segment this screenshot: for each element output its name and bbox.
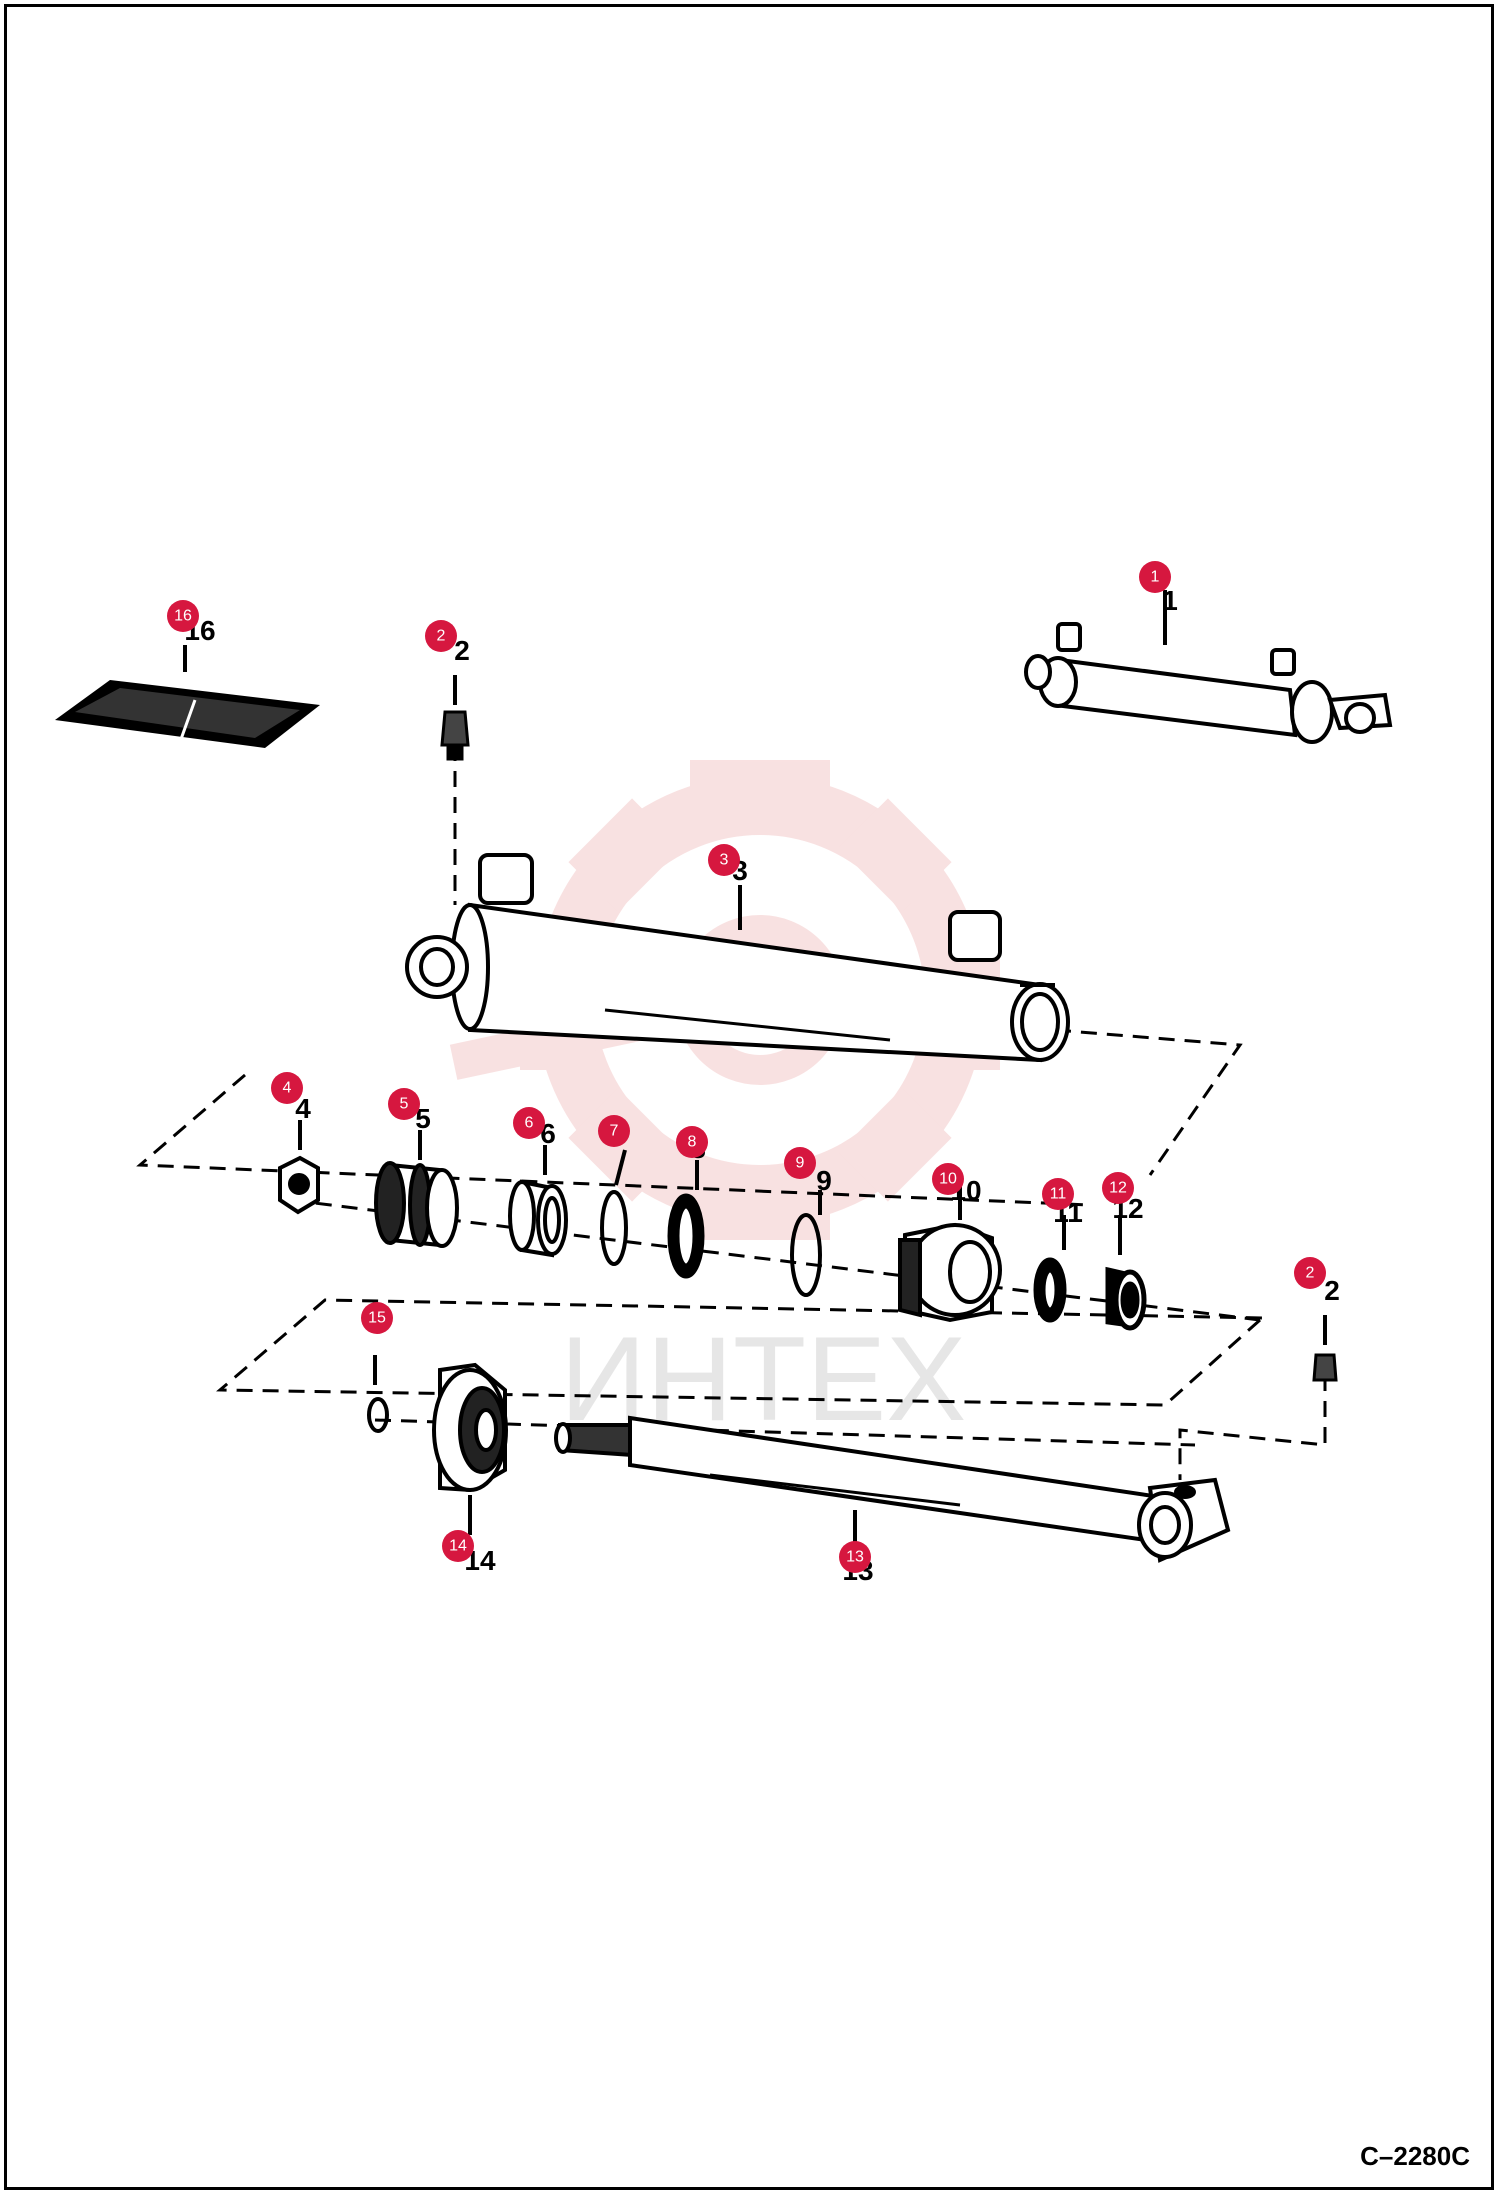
part-3-barrel: 3 — [405, 853, 1070, 1063]
svg-text:15: 15 — [368, 1310, 386, 1327]
callout-markers: 1 2 2 3 4 5 6 7 8 9 10 11 12 13 14 15 16 — [167, 561, 1326, 1573]
svg-text:3: 3 — [720, 852, 729, 869]
diagram-frame — [4, 4, 1494, 2190]
svg-text:7: 7 — [610, 1123, 619, 1140]
callout-1[interactable]: 1 — [1139, 561, 1171, 593]
part-2-grease-fitting-bottom: 2 — [1312, 1275, 1340, 1382]
part-2-grease-fitting-top: 2 — [440, 635, 470, 761]
svg-text:10: 10 — [939, 1171, 957, 1188]
part-number-9: 9 — [816, 1165, 832, 1196]
callout-16[interactable]: 16 — [167, 600, 199, 632]
part-12-wiper: 12 — [1105, 1193, 1147, 1331]
part-6-wear-ring: 6 — [508, 1118, 568, 1258]
callout-4[interactable]: 4 — [271, 1072, 303, 1104]
callout-14[interactable]: 14 — [442, 1530, 474, 1562]
callout-2-bottom[interactable]: 2 — [1294, 1257, 1326, 1289]
callout-2-top[interactable]: 2 — [425, 620, 457, 652]
part-16-seal-kit: 16 — [55, 615, 320, 748]
svg-text:16: 16 — [174, 608, 192, 625]
part-4-nut: 4 — [278, 1093, 320, 1215]
svg-text:8: 8 — [688, 1134, 697, 1151]
svg-text:11: 11 — [1050, 1186, 1067, 1203]
svg-text:4: 4 — [283, 1080, 292, 1097]
svg-text:12: 12 — [1109, 1180, 1127, 1197]
callout-15[interactable]: 15 — [361, 1302, 393, 1334]
part-15-o-ring — [367, 1355, 389, 1433]
guide-fitting-bottom — [1178, 1375, 1327, 1480]
part-number-2-top: 2 — [454, 635, 470, 666]
guide-rod-axis — [374, 1418, 1196, 1447]
svg-text:6: 6 — [525, 1115, 534, 1132]
callout-12[interactable]: 12 — [1102, 1172, 1134, 1204]
callout-13[interactable]: 13 — [839, 1541, 871, 1573]
guide-upper-tray — [136, 1073, 1091, 1207]
part-10-gland: 10 — [898, 1175, 1002, 1323]
part-number-2-bottom: 2 — [1324, 1275, 1340, 1306]
part-14-piston: 14 — [432, 1362, 508, 1576]
part-number-4: 4 — [295, 1093, 311, 1124]
svg-text:9: 9 — [796, 1155, 805, 1172]
part-1-cylinder-assembly: 1 — [1024, 585, 1393, 744]
guide-barrel-end — [1054, 1028, 1243, 1176]
part-5-piston: 5 — [374, 1103, 459, 1248]
svg-text:1: 1 — [1151, 569, 1160, 586]
part-9-o-ring: 9 — [790, 1165, 832, 1297]
svg-text:2: 2 — [437, 628, 446, 645]
part-number-5: 5 — [415, 1103, 431, 1134]
callout-5[interactable]: 5 — [388, 1088, 420, 1120]
part-number-1: 1 — [1162, 585, 1178, 616]
callout-10[interactable]: 10 — [932, 1163, 964, 1195]
svg-text:2: 2 — [1306, 1265, 1315, 1282]
svg-text:14: 14 — [449, 1538, 467, 1555]
svg-text:5: 5 — [400, 1096, 409, 1113]
callout-3[interactable]: 3 — [708, 844, 740, 876]
part-11-seal: 11 — [1033, 1197, 1083, 1323]
callout-11[interactable]: 11 — [1042, 1178, 1074, 1210]
part-8-seal: 8 — [667, 1133, 706, 1279]
callout-7[interactable]: 7 — [598, 1115, 630, 1147]
part-7-o-ring — [600, 1149, 628, 1266]
callout-8[interactable]: 8 — [676, 1126, 708, 1158]
svg-text:13: 13 — [846, 1549, 864, 1566]
part-13-rod: 13 — [554, 1415, 1231, 1586]
document-code: C–2280C — [1360, 2141, 1470, 2171]
callout-6[interactable]: 6 — [513, 1107, 545, 1139]
callout-9[interactable]: 9 — [784, 1147, 816, 1179]
